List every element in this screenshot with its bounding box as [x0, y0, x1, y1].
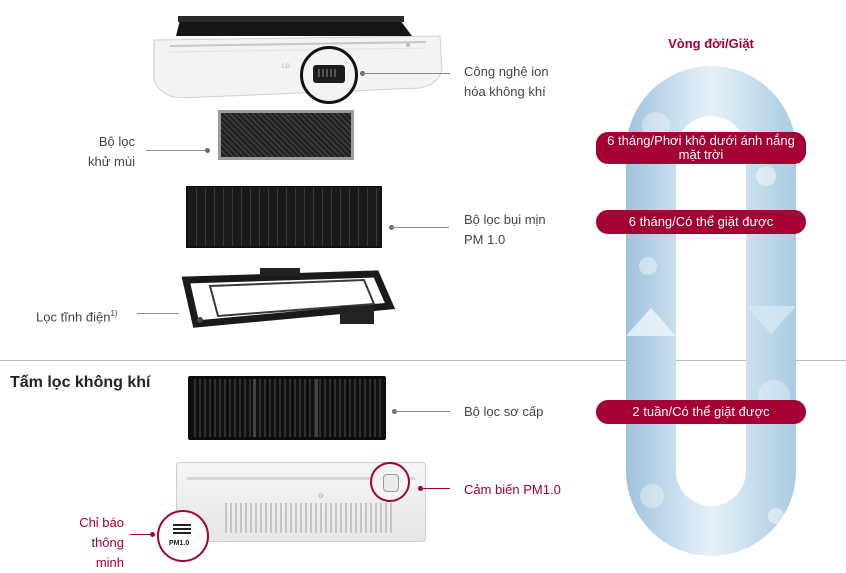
electrostatic-label: Lọc tĩnh điện1): [36, 309, 118, 325]
brand-logo: ⊙: [318, 493, 324, 500]
deodorizing-leader: [146, 150, 206, 151]
primary-filter-label: Bộ lọc sơ cấp: [464, 404, 544, 419]
electrostatic-filter-image: [181, 268, 396, 328]
section-title: Tấm lọc không khí: [10, 374, 151, 391]
ionizer-callout: [300, 46, 358, 104]
unit-vent-grille: [225, 503, 395, 533]
unit-vent-line: [187, 477, 415, 480]
primary-filter-leader: [394, 411, 450, 412]
ionizer-label: Công nghệ ion hóa không khí: [464, 64, 549, 99]
pm-filter-label: Bộ lọc bụi mịn PM 1.0: [464, 212, 546, 247]
ionizer-leader: [362, 73, 450, 74]
smart-indicator-callout: PM1.0: [157, 510, 209, 562]
deodorizing-label: Bộ lọc khử mùi: [88, 134, 135, 169]
smart-indicator-dot: [150, 532, 155, 537]
deodorizing-filter-image: [218, 110, 354, 160]
section-divider: [0, 360, 846, 361]
pm-sensor-label: Cảm biến PM1.0: [464, 482, 561, 497]
cassette-unit-top: LG: [153, 16, 443, 98]
pm-sensor-callout: [370, 462, 410, 502]
pm-sensor-icon: [383, 474, 399, 492]
cycle-title: Vòng đời/Giặt: [668, 36, 754, 51]
electrostatic-leader: [137, 313, 179, 314]
indicator-bars-icon: [173, 524, 191, 536]
smart-indicator-leader: [130, 534, 150, 535]
pm-filter-leader: [391, 227, 449, 228]
pm-filter-image: [186, 186, 382, 248]
smart-indicator-label: Chỉ báo thông minh: [79, 515, 124, 570]
svg-text:LG: LG: [282, 64, 290, 70]
cycle-item-3: 2 tuần/Có thể giặt được: [596, 400, 806, 424]
ionizer-device-icon: [313, 65, 345, 83]
cycle-item-1: 6 tháng/Phơi khô dưới ánh nắng mặt trời: [596, 132, 806, 164]
primary-filter-image: [188, 376, 386, 440]
cycle-item-2: 6 tháng/Có thể giặt được: [596, 210, 806, 234]
deodorizing-dot: [205, 148, 210, 153]
pm-sensor-leader: [420, 488, 450, 489]
indicator-text: PM1.0: [169, 540, 190, 547]
